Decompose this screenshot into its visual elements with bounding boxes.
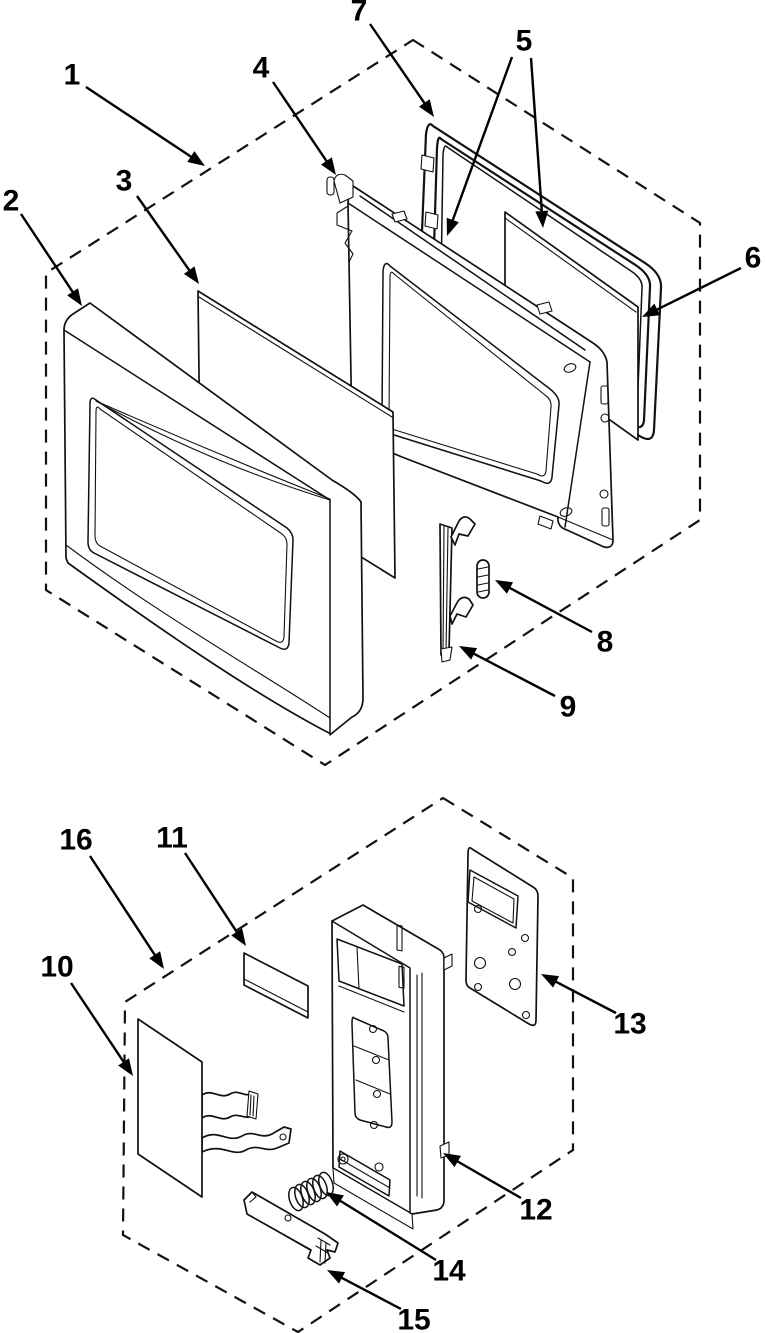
- callout-label-15: 15: [397, 1304, 430, 1333]
- callout-arrowhead-3: [183, 266, 199, 284]
- callout-arrowhead-5: [535, 210, 549, 228]
- callout-arrowhead-8: [495, 580, 514, 594]
- callout-label-9: 9: [560, 691, 577, 724]
- door-frame-hinge-clip: [326, 173, 354, 263]
- pcb-board: [465, 846, 539, 1027]
- callout-arrow-13: [552, 979, 617, 1015]
- latch-spring-pin: [476, 559, 490, 599]
- callout-arrow-9: [470, 651, 556, 698]
- callout-arrow-8: [506, 585, 593, 634]
- callout-label-13: 13: [613, 1008, 646, 1041]
- callout-arrowhead-1: [187, 151, 205, 166]
- callout-arrowhead-9: [459, 646, 478, 660]
- callout-arrow-15: [338, 1275, 402, 1311]
- callout-arrow-16: [88, 855, 158, 958]
- callout-arrowhead-13: [541, 974, 560, 988]
- callout-arrowhead-2: [67, 288, 82, 306]
- control-panel-assembly-drawing: [121, 796, 575, 1333]
- callout-label-4: 4: [253, 52, 270, 85]
- callout-label-14: 14: [432, 1255, 466, 1288]
- callout-label-5: 5: [516, 25, 533, 58]
- callout-label-6: 6: [745, 242, 762, 275]
- callout-label-3: 3: [116, 165, 133, 198]
- callout-label-11: 11: [156, 822, 188, 855]
- callout-arrow-11: [183, 852, 240, 935]
- door-open-button: [243, 1191, 339, 1266]
- control-panel-frame: [331, 904, 453, 1230]
- callout-arrow-5: [450, 56, 514, 224]
- callout-arrowhead-12: [443, 1153, 461, 1168]
- callout-label-10: 10: [40, 951, 73, 984]
- callout-arrowhead-5: [446, 217, 459, 236]
- callout-label-8: 8: [597, 626, 614, 659]
- callout-label-16: 16: [59, 824, 92, 857]
- display-lens: [243, 952, 309, 1019]
- membrane-keypad-film: [137, 1018, 292, 1198]
- callout-arrowhead-7: [419, 99, 434, 117]
- ribbon-cable-upper: [201, 1091, 254, 1120]
- callout-arrow-10: [70, 982, 127, 1066]
- callout-label-1: 1: [64, 59, 81, 92]
- callout-arrow-1: [85, 86, 194, 160]
- callout-label-12: 12: [519, 1194, 552, 1227]
- callout-arrowhead-14: [326, 1192, 344, 1207]
- latch-lever: [439, 516, 476, 663]
- callout-arrow-6: [654, 266, 742, 312]
- ribbon-cable-lower: [201, 1126, 292, 1154]
- control-panel-boundary-box: [121, 796, 575, 1333]
- callout-arrowhead-15: [327, 1270, 346, 1284]
- door-assembly-drawing: [44, 38, 702, 767]
- door-frame: [326, 173, 614, 549]
- callout-arrow-3: [136, 195, 192, 274]
- callout-arrow-14: [337, 1198, 437, 1262]
- callout-arrowhead-4: [321, 157, 336, 175]
- callout-arrow-4: [272, 81, 330, 165]
- callout-arrowhead-11: [231, 928, 246, 946]
- callout-label-7: 7: [351, 0, 368, 28]
- callout-arrowhead-16: [149, 951, 164, 969]
- door-front-panel: [63, 302, 364, 736]
- callout-label-2: 2: [3, 185, 20, 218]
- callout-arrow-5: [529, 57, 544, 215]
- callout-arrow-7: [369, 23, 428, 107]
- callout-arrowhead-10: [118, 1058, 133, 1076]
- callout-arrow-2: [19, 213, 76, 295]
- door-assembly-boundary-box: [44, 38, 702, 767]
- door-open-spring: [288, 1171, 334, 1212]
- callout-arrowhead-6: [642, 303, 661, 317]
- callout-arrow-12: [454, 1158, 522, 1200]
